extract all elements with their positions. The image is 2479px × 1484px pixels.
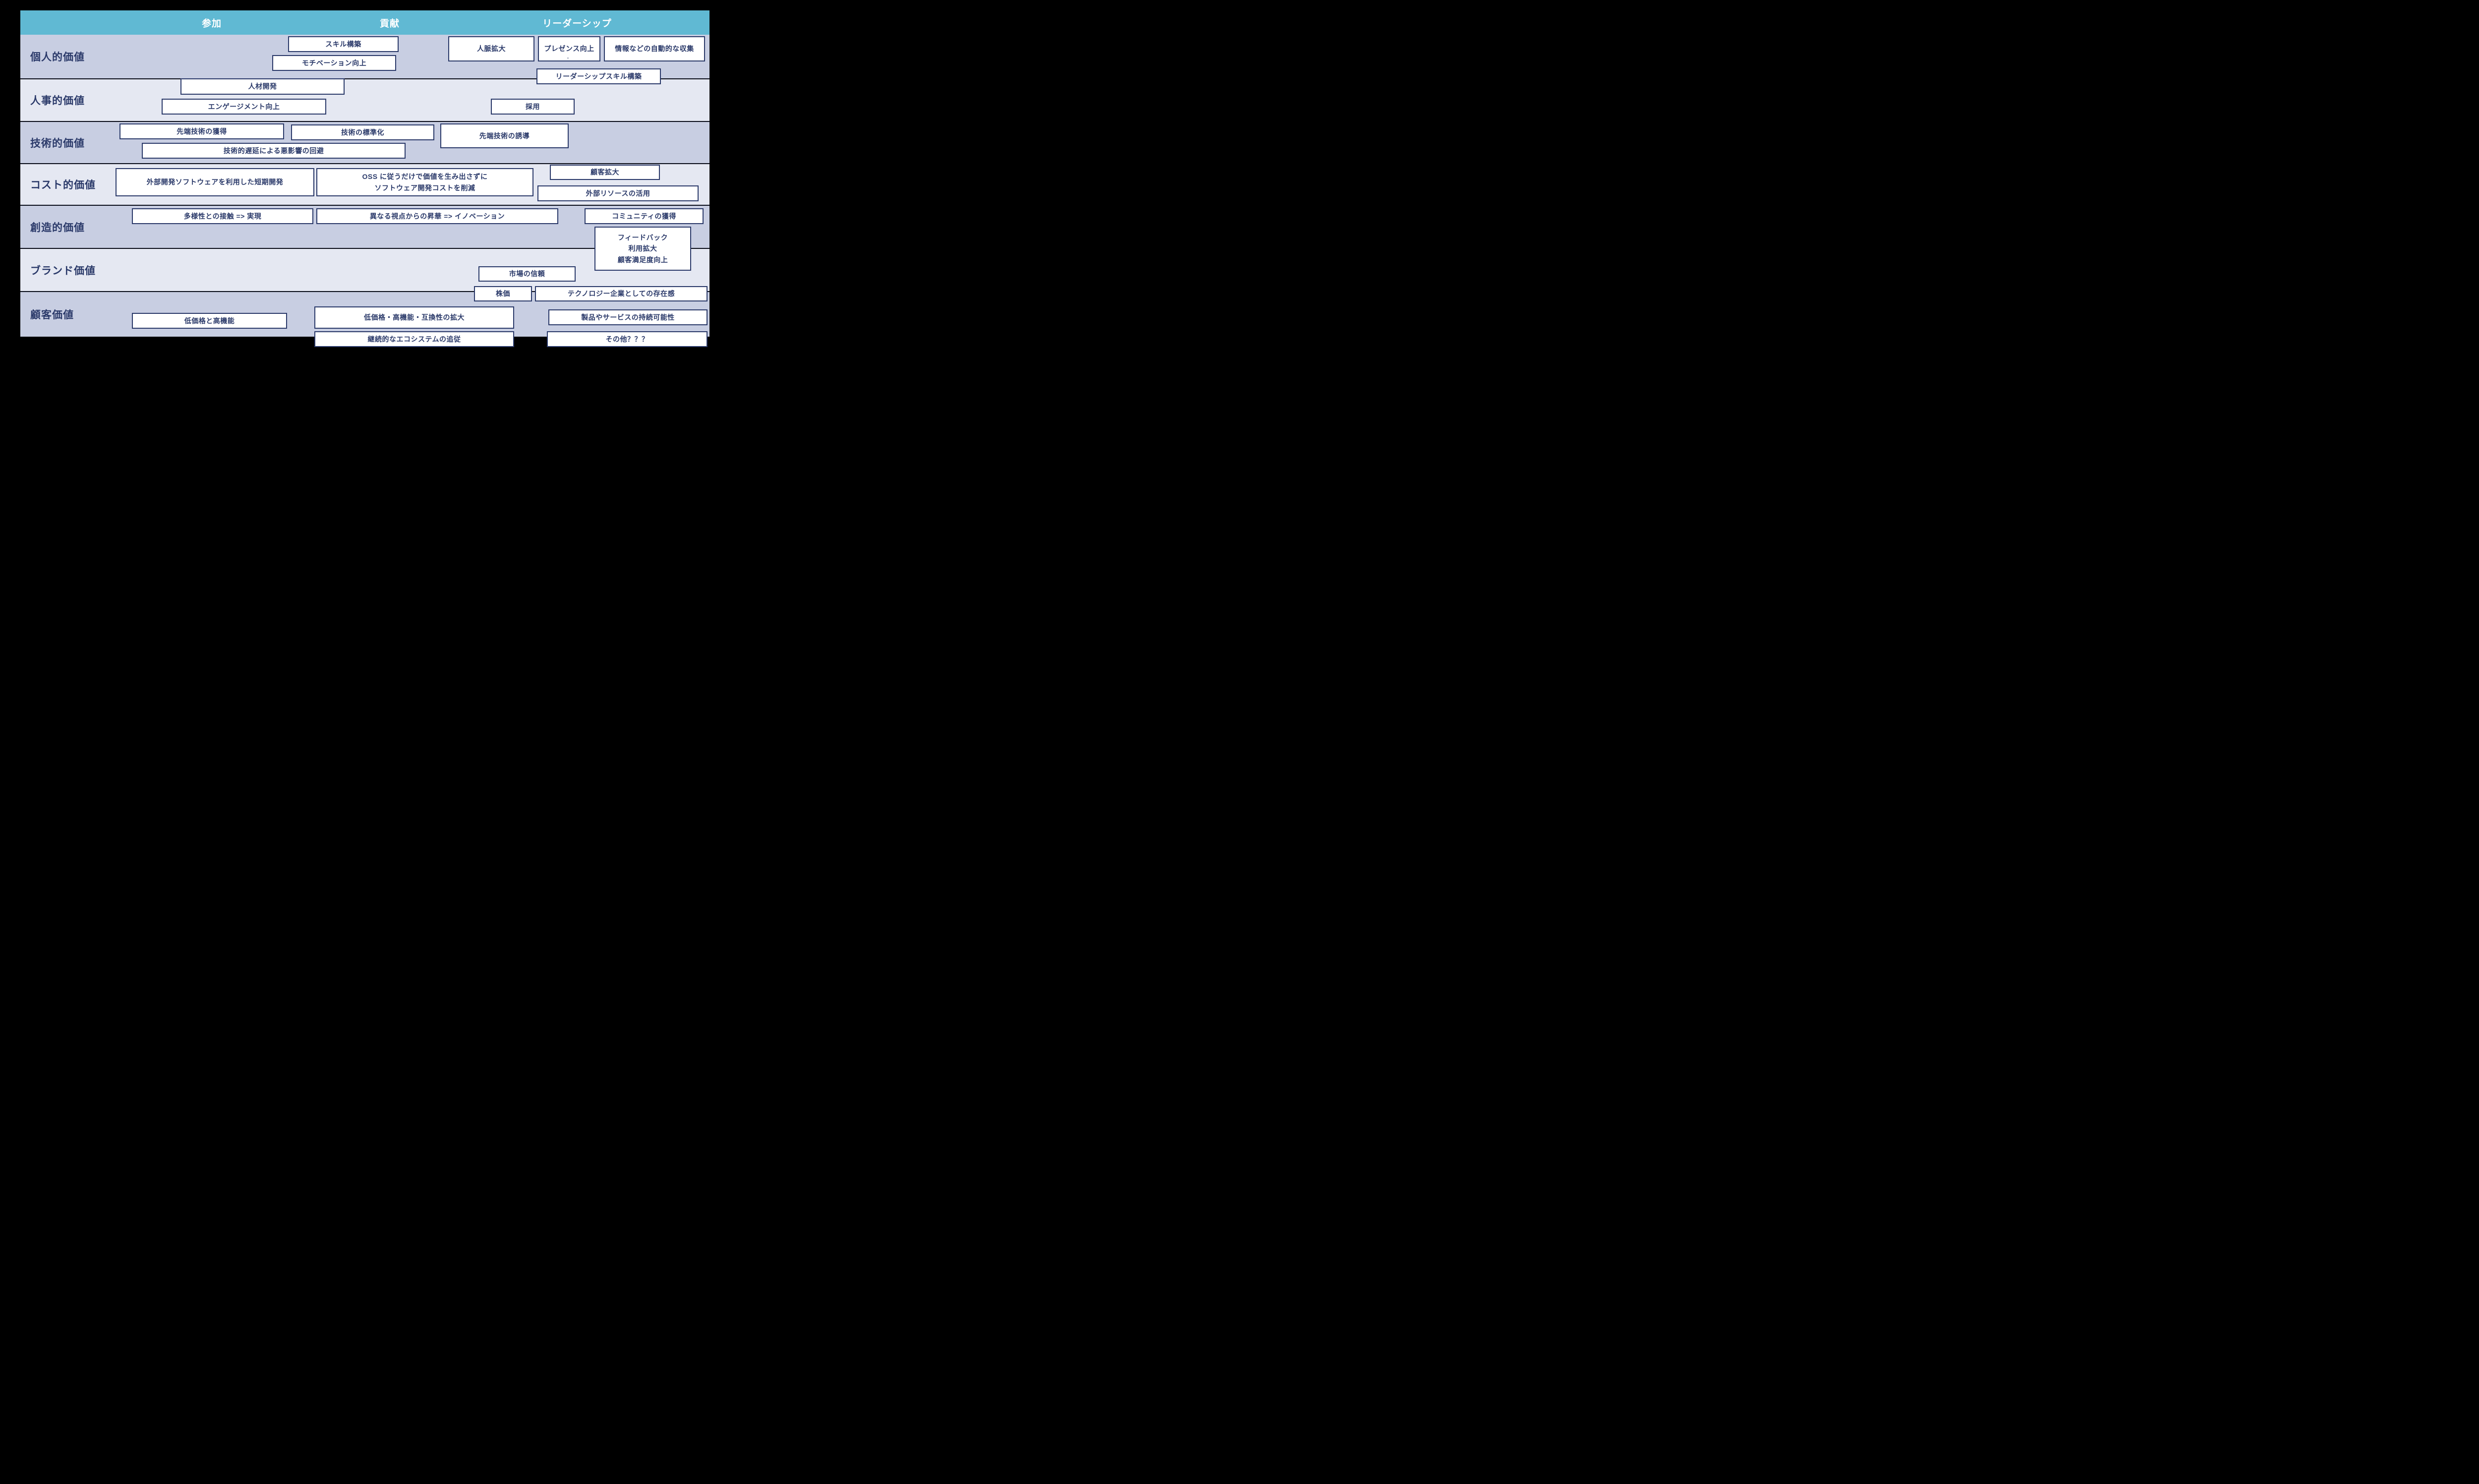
- row-label: ブランド価値: [30, 265, 96, 277]
- value-box: エンゲージメント向上: [162, 99, 326, 115]
- value-box: プレゼンス向上: [538, 36, 600, 61]
- value-box: 外部開発ソフトウェアを利用した短期開発: [116, 168, 314, 196]
- column-header-participation: 参加: [201, 18, 222, 29]
- value-box: フィードバック 利用拡大 顧客満足度向上: [594, 227, 691, 271]
- value-box: 多様性との接触 => 実現: [132, 208, 313, 224]
- value-box: 顧客拡大: [550, 165, 660, 180]
- value-box: テクノロジー企業としての存在感: [535, 286, 708, 301]
- row-label: 個人的価値: [30, 52, 85, 63]
- row-label: 顧客価値: [30, 309, 74, 321]
- row-label: コスト的価値: [30, 179, 96, 191]
- value-box: コミュニティの獲得: [585, 208, 704, 224]
- value-box: 技術的遅延による悪影響の回避: [142, 143, 406, 159]
- value-box: 低価格と高機能: [132, 313, 287, 329]
- row-hr-value: 人事的価値: [20, 78, 709, 121]
- value-box: 人材開発: [180, 78, 345, 95]
- value-box: 製品やサービスの持続可能性: [548, 309, 708, 325]
- value-box: スキル構築: [288, 36, 399, 52]
- value-matrix-table: 参加 貢献 リーダーシップ 個人的価値 人事的価値 技術的価値 コスト的価値 創…: [20, 10, 709, 347]
- diagram-canvas: 参加 貢献 リーダーシップ 個人的価値 人事的価値 技術的価値 コスト的価値 創…: [0, 0, 730, 371]
- matrix-header: 参加 貢献 リーダーシップ: [20, 10, 709, 35]
- column-header-contribution: 貢献: [379, 18, 400, 29]
- stray-period: .: [567, 54, 569, 60]
- value-box: モチベーション向上: [272, 55, 396, 71]
- value-box: 継続的なエコシステムの追従: [314, 331, 514, 347]
- row-label: 創造的価値: [30, 222, 85, 234]
- value-box: その他？？？: [547, 331, 708, 347]
- column-header-leadership: リーダーシップ: [542, 18, 612, 29]
- row-label: 技術的価値: [30, 137, 85, 149]
- value-box: OSS に従うだけで価値を生み出さずに ソフトウェア開発コストを削減: [316, 168, 533, 196]
- value-box: 低価格・高機能・互換性の拡大: [314, 306, 514, 329]
- value-box: 情報などの自動的な収集: [604, 36, 705, 61]
- value-box: リーダーシップスキル構築: [536, 68, 661, 84]
- value-box: 株価: [474, 286, 532, 301]
- value-box: 外部リソースの活用: [537, 185, 699, 201]
- value-box: 先端技術の誘導: [440, 123, 569, 148]
- value-box: 技術の標準化: [291, 124, 434, 140]
- value-box: 先端技術の獲得: [119, 123, 284, 139]
- value-box: 人脈拡大: [448, 36, 534, 61]
- value-box: 市場の信頼: [478, 266, 576, 282]
- row-label: 人事的価値: [30, 95, 85, 107]
- value-box: 異なる視点からの昇華 => イノベーション: [316, 208, 558, 224]
- value-box: 採用: [491, 99, 575, 115]
